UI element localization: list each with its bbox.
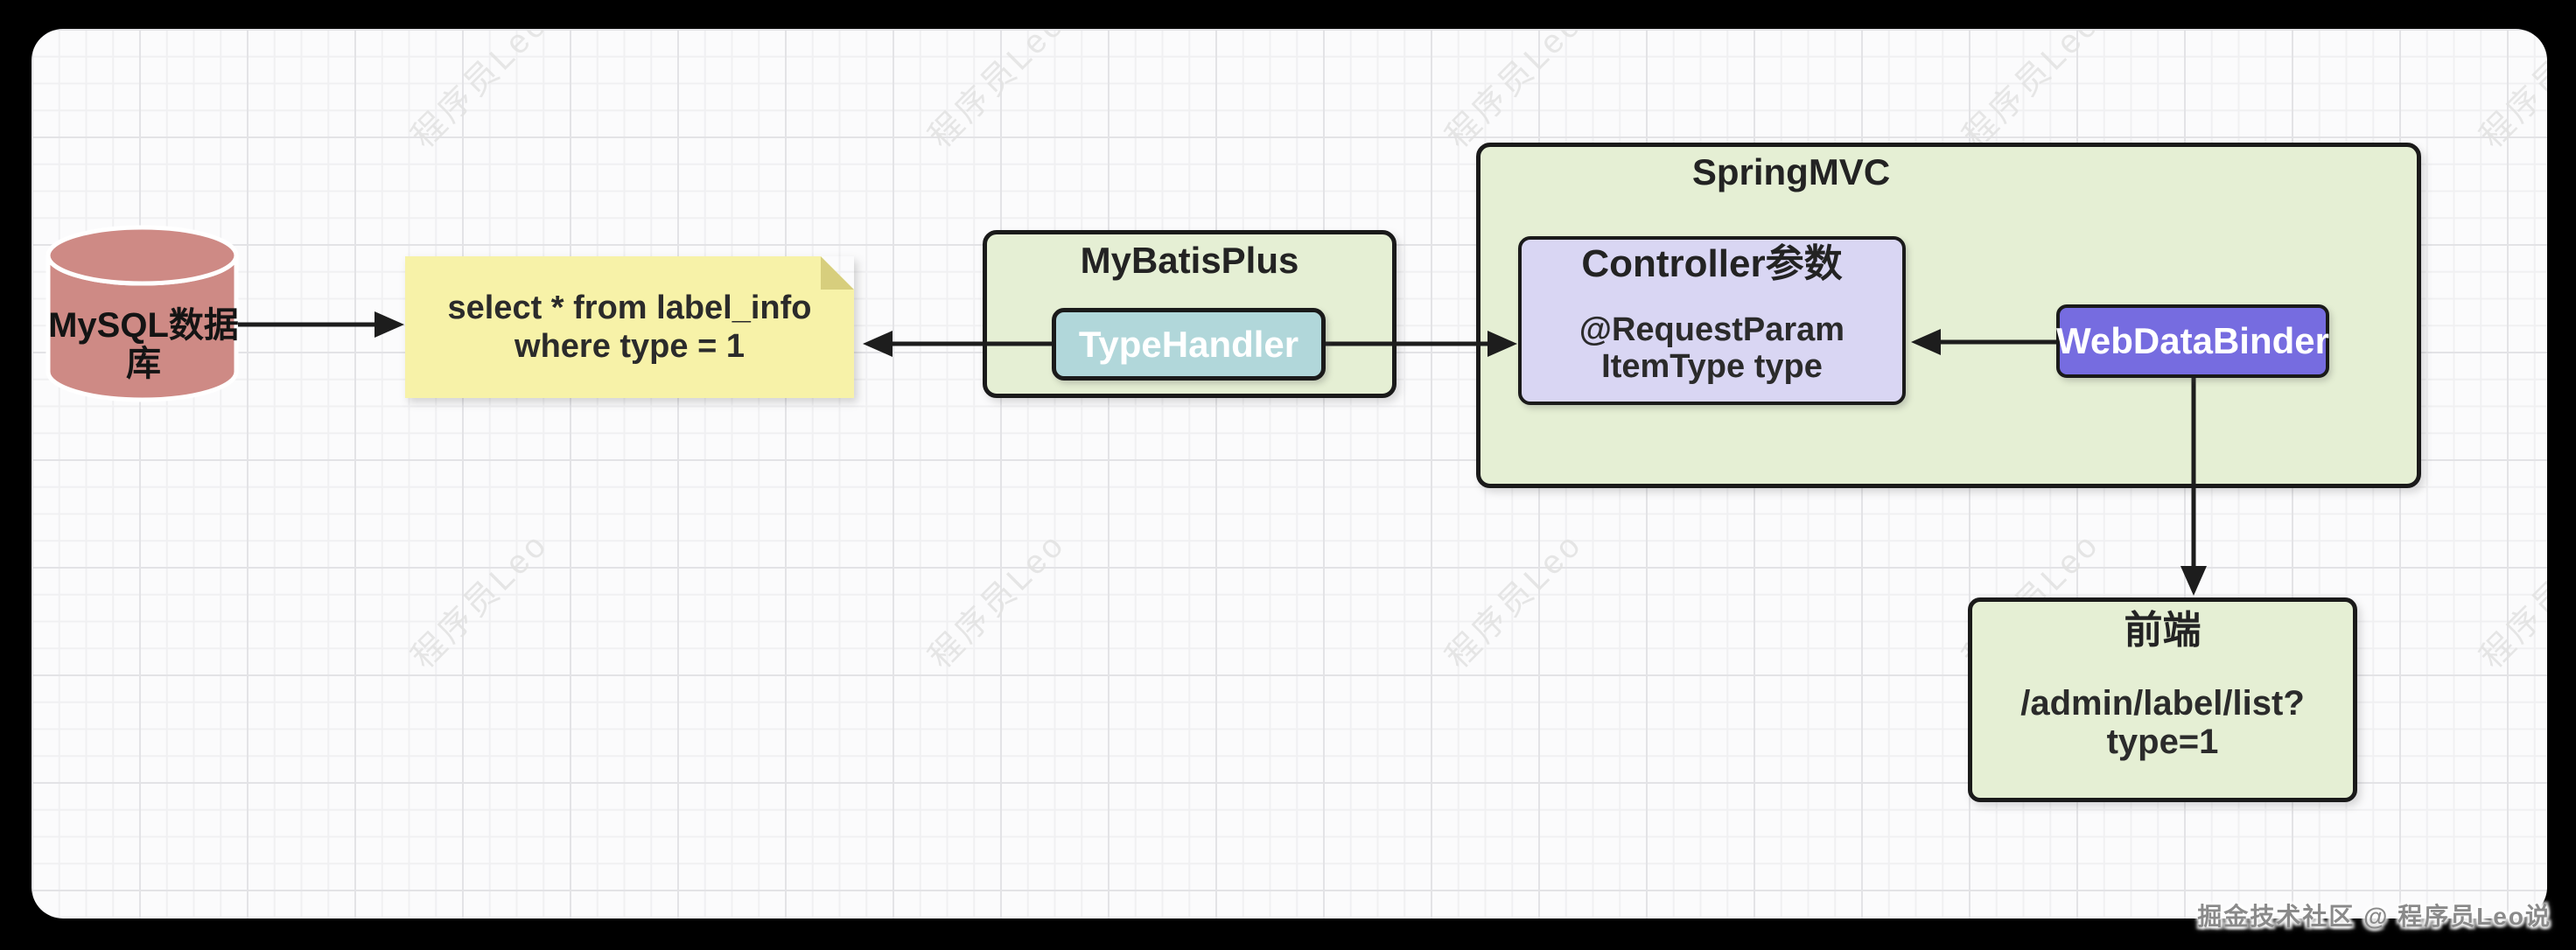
- webdatabinder-box: WebDataBinder: [2056, 304, 2329, 378]
- frontend-container: [1968, 597, 2357, 802]
- controller-param-type: ItemType type: [1601, 348, 1823, 385]
- credit-watermark: 掘金技术社区 @ 程序员Leo说: [2197, 903, 2552, 930]
- controller-params-box: [1518, 236, 1906, 405]
- sql-note: select * from label_info where type = 1: [405, 256, 854, 398]
- typehandler-box: TypeHandler: [1052, 308, 1326, 381]
- sql-note-line2: where type = 1: [514, 328, 745, 365]
- typehandler-label: TypeHandler: [1078, 323, 1299, 365]
- arrowhead-down-icon: [2180, 566, 2207, 596]
- controller-annotation: @RequestParam: [1578, 311, 1845, 348]
- springmvc-title: SpringMVC: [1691, 151, 1891, 192]
- arrowhead-right-icon: [374, 311, 404, 338]
- frontend-url: /admin/label/list?type=1: [2020, 684, 2305, 761]
- arrowhead-left-icon: [1911, 329, 1941, 355]
- controller-params-title: Controller参数: [1581, 242, 1843, 285]
- database-cylinder-icon: [46, 225, 239, 402]
- sql-note-line1: select * from label_info: [447, 290, 812, 326]
- webdatabinder-label: WebDataBinder: [2056, 320, 2329, 361]
- arrowhead-left-icon: [863, 331, 892, 357]
- database-label: MySQL数据库: [48, 306, 239, 383]
- arrowhead-right-icon: [1488, 331, 1517, 357]
- frontend-title: 前端: [2124, 609, 2202, 652]
- mybatisplus-title: MyBatisPlus: [1080, 240, 1299, 281]
